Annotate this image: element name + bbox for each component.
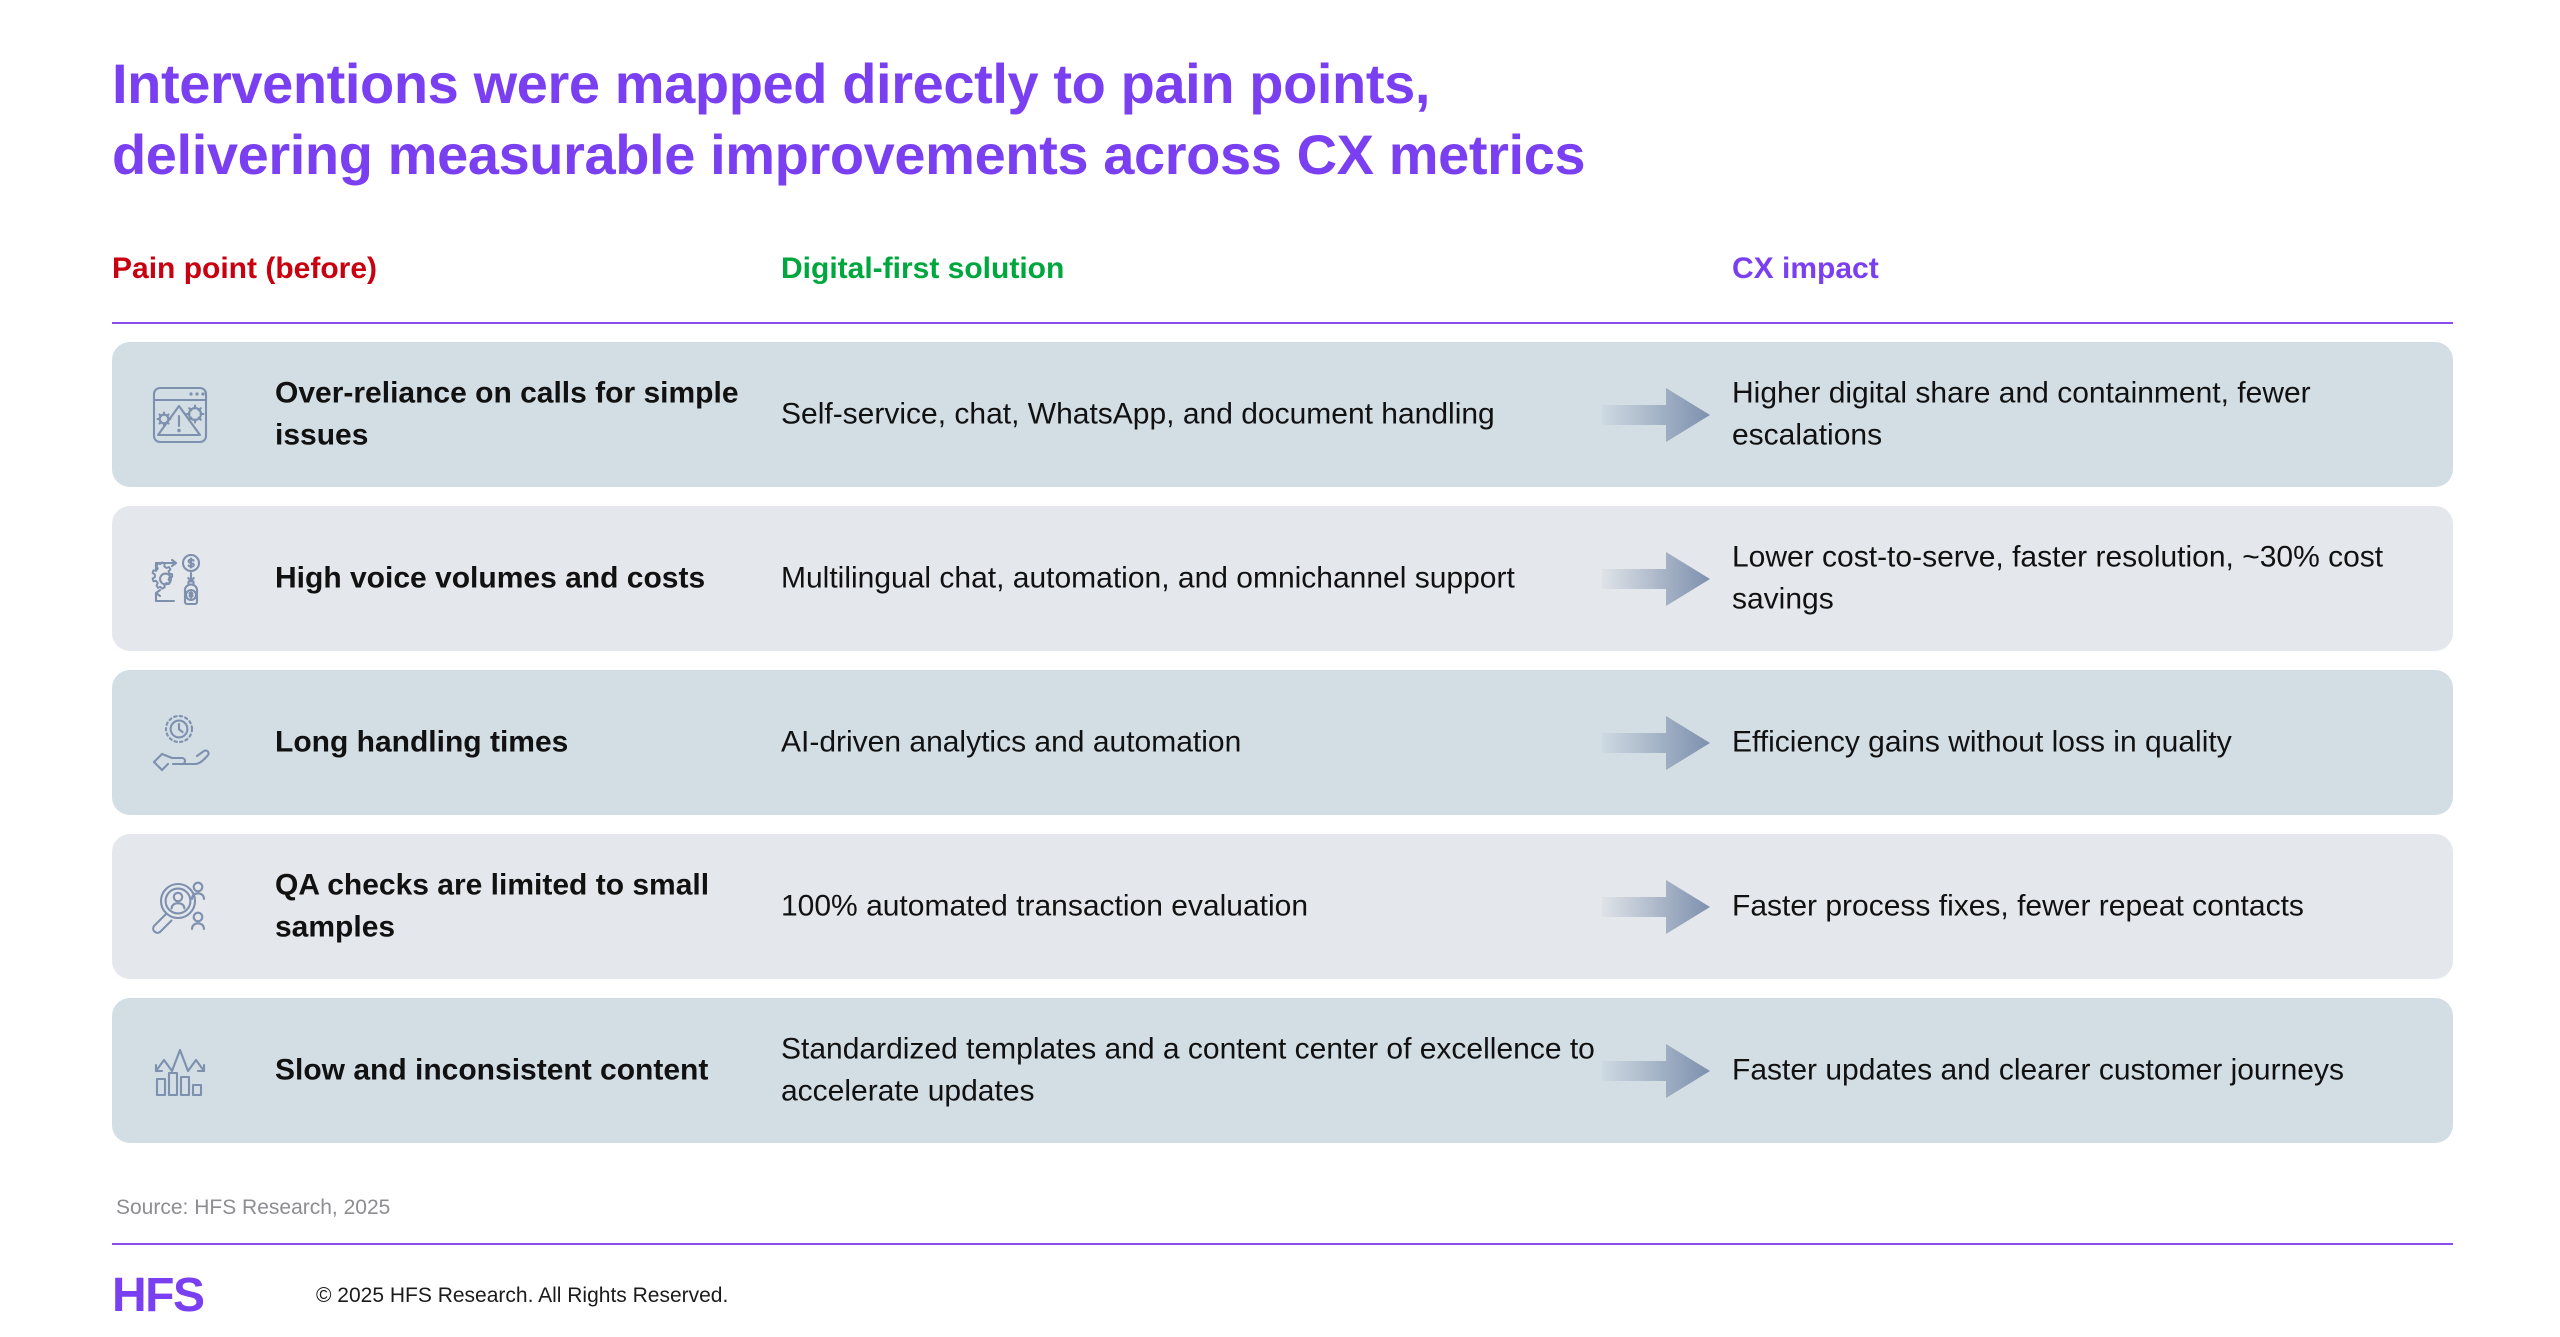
- column-headers: Pain point (before) Digital-first soluti…: [112, 252, 2452, 314]
- table-row: Slow and inconsistent content Standardiz…: [112, 998, 2453, 1143]
- right-arrow-icon: [1602, 546, 1712, 612]
- row-solution: Multilingual chat, automation, and omnic…: [781, 561, 1515, 595]
- row-cx-impact: Lower cost-to-serve, faster resolution, …: [1732, 539, 2384, 616]
- comparison-table: Over-reliance on calls for simple issues…: [112, 342, 2453, 1162]
- magnifier-people-icon: [137, 864, 223, 950]
- column-header-cx-impact: CX impact: [1732, 252, 1879, 285]
- title-line-1: Interventions were mapped directly to pa…: [112, 52, 1431, 115]
- row-cx-impact: Faster updates and clearer customer jour…: [1732, 1053, 2344, 1087]
- page-title: Interventions were mapped directly to pa…: [112, 48, 2452, 190]
- table-row: QA checks are limited to small samples 1…: [112, 834, 2453, 979]
- row-solution: 100% automated transaction evaluation: [781, 889, 1309, 923]
- row-solution: Self-service, chat, WhatsApp, and docume…: [781, 397, 1495, 431]
- browser-warning-gear-icon: [137, 372, 223, 458]
- footer-divider-rule: [112, 1243, 2453, 1245]
- row-pain-point: Long handling times: [275, 725, 569, 759]
- title-heading: Interventions were mapped directly to pa…: [112, 48, 2452, 190]
- right-arrow-icon: [1602, 1038, 1712, 1104]
- hfs-logo: HFS: [112, 1269, 205, 1322]
- table-row: Over-reliance on calls for simple issues…: [112, 342, 2453, 487]
- table-row: High voice volumes and costs Multilingua…: [112, 506, 2453, 651]
- bar-chart-arrows-icon: [137, 1028, 223, 1114]
- gear-money-cycle-icon: [137, 536, 223, 622]
- row-cx-impact: Faster process fixes, fewer repeat conta…: [1732, 889, 2304, 923]
- right-arrow-icon: [1602, 382, 1712, 448]
- row-pain-point: Over-reliance on calls for simple issues: [275, 375, 739, 452]
- row-pain-point: Slow and inconsistent content: [275, 1053, 709, 1087]
- row-cx-impact: Higher digital share and containment, fe…: [1732, 375, 2311, 452]
- row-cx-impact: Efficiency gains without loss in quality: [1732, 725, 2232, 759]
- title-line-2: delivering measurable improvements acros…: [112, 123, 1586, 187]
- right-arrow-icon: [1602, 710, 1712, 776]
- table-row: Long handling times AI-driven analytics …: [112, 670, 2453, 815]
- source-note: Source: HFS Research, 2025: [116, 1196, 391, 1219]
- row-solution: AI-driven analytics and automation: [781, 725, 1242, 759]
- right-arrow-icon: [1602, 874, 1712, 940]
- copyright-text: © 2025 HFS Research. All Rights Reserved…: [316, 1284, 729, 1307]
- column-header-digital-first-solution: Digital-first solution: [781, 252, 1065, 285]
- column-header-pain-point: Pain point (before): [112, 252, 377, 285]
- hand-clock-icon: [137, 700, 223, 786]
- header-divider-rule: [112, 322, 2453, 324]
- row-pain-point: High voice volumes and costs: [275, 561, 706, 595]
- row-pain-point: QA checks are limited to small samples: [275, 867, 710, 944]
- row-solution: Standardized templates and a content cen…: [781, 1031, 1595, 1108]
